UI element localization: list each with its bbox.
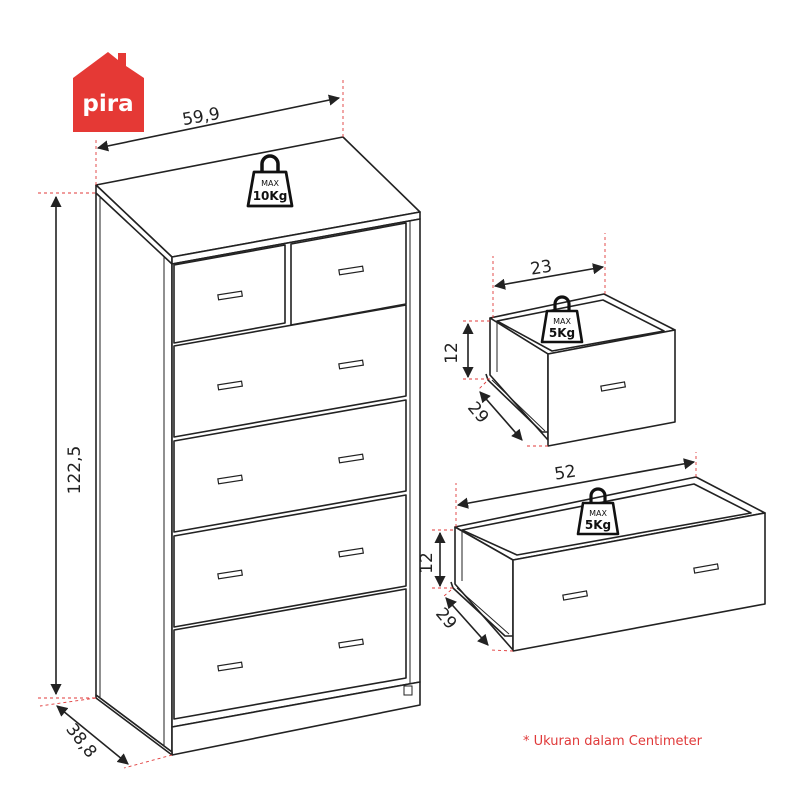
drawer-handle: [217, 661, 244, 672]
drawer-handle: [338, 265, 365, 276]
pira-logo: pira: [73, 52, 144, 132]
small-drawer-width-dim: 23: [492, 233, 606, 318]
large-drawer-weight-max: MAX: [589, 509, 607, 518]
small-drawer-weight-icon: MAX 5Kg: [540, 295, 584, 344]
drawer-top-left: [173, 244, 286, 344]
large-drawer-width-label: 52: [553, 461, 578, 484]
drawer-handle: [693, 563, 720, 574]
dimension-depth-label: 38,8: [61, 720, 100, 762]
top-weight-icon: MAX 10Kg: [246, 154, 294, 208]
top-weight-value: 10Kg: [253, 189, 288, 203]
drawer-2: [173, 304, 407, 438]
large-drawer-height-dim: 12: [417, 529, 456, 589]
small-drawer-weight-value: 5Kg: [549, 326, 575, 340]
dimension-height-label: 122,5: [65, 446, 85, 495]
small-drawer-weight-max: MAX: [553, 317, 571, 326]
drawer-5: [173, 588, 407, 720]
drawer-handle: [217, 474, 244, 485]
drawer-handle: [217, 380, 244, 391]
top-weight-max: MAX: [261, 179, 279, 188]
large-drawer-height-label: 12: [417, 552, 437, 574]
small-drawer-drawing: [485, 293, 676, 447]
lock-icon: [403, 685, 413, 696]
dresser-drawing: [95, 136, 421, 756]
drawer-handle: [338, 638, 365, 649]
large-drawer-width-dim: 52: [455, 452, 697, 527]
drawer-handle: [600, 381, 627, 392]
drawer-4: [173, 494, 407, 628]
small-drawer-depth-label: 29: [463, 398, 492, 427]
drawer-3: [173, 399, 407, 533]
drawer-handle: [338, 359, 365, 370]
small-drawer-height-dim: 12: [442, 320, 492, 380]
large-drawer-weight-value: 5Kg: [585, 518, 611, 532]
large-drawer-front: [512, 512, 766, 652]
drawer-handle: [217, 290, 244, 301]
drawer-top-right: [290, 222, 407, 326]
small-drawer-height-label: 12: [442, 342, 462, 364]
drawer-handle: [217, 569, 244, 580]
drawer-handle: [562, 590, 589, 601]
drawer-handle: [338, 453, 365, 464]
dimension-width-label: 59,9: [181, 104, 222, 130]
logo-text: pira: [82, 91, 133, 117]
small-drawer-width-label: 23: [529, 256, 554, 279]
large-drawer-weight-icon: MAX 5Kg: [576, 487, 620, 536]
dresser-plinth: [171, 681, 421, 756]
drawer-handle: [338, 547, 365, 558]
dimension-height: 122,5: [38, 192, 96, 699]
units-note: * Ukuran dalam Centimeter: [523, 734, 703, 749]
dresser-side-panel: [95, 192, 173, 753]
